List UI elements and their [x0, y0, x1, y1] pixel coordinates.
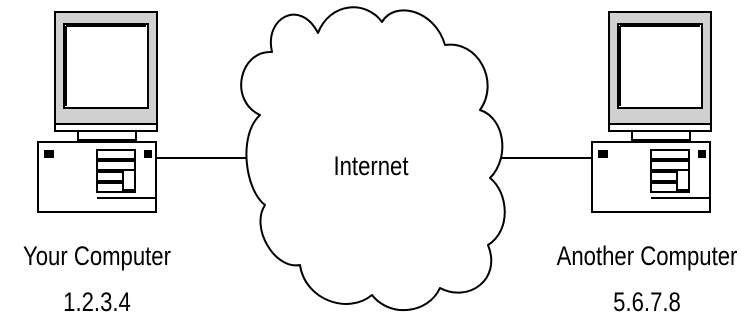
cloud-icon	[240, 6, 506, 311]
computer-address-left: 1.2.3.4	[63, 288, 131, 318]
desktop-computer-icon	[37, 11, 158, 213]
cloud-label: Internet	[333, 152, 408, 182]
desktop-computer-icon	[591, 11, 712, 213]
computer-name-right: Another Computer	[557, 242, 738, 272]
computer-left: Your Computer 1.2.3.4	[23, 11, 171, 318]
computer-address-right: 5.6.7.8	[613, 288, 681, 318]
computer-right: Another Computer 5.6.7.8	[557, 11, 738, 318]
computer-name-left: Your Computer	[23, 242, 171, 272]
